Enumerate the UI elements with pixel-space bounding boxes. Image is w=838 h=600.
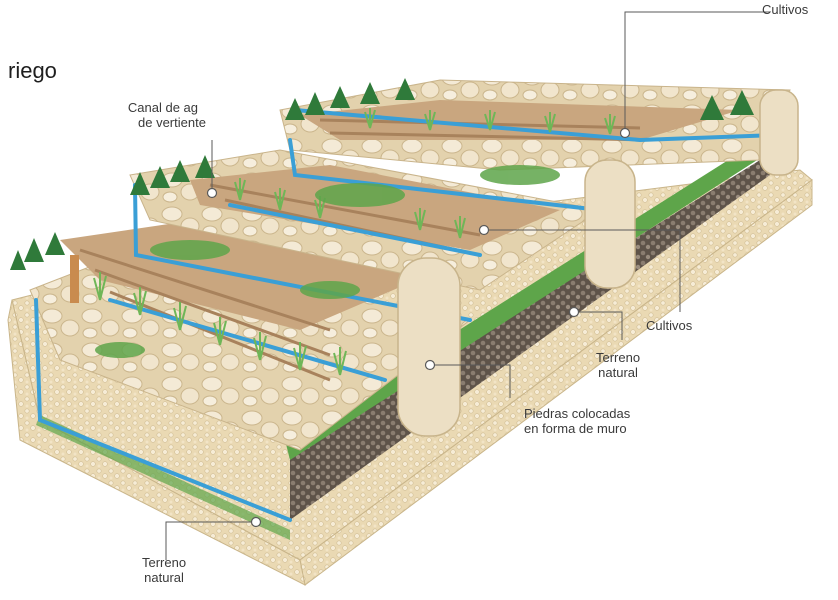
- label-line: Terreno: [596, 350, 640, 365]
- label-text: Cultivos: [762, 2, 808, 17]
- label-terreno-right: Terreno natural: [596, 350, 640, 380]
- label-line: Piedras colocadas: [524, 406, 630, 421]
- label-line: en forma de muro: [524, 421, 630, 436]
- label-line: natural: [596, 365, 640, 380]
- wooden-post: [70, 255, 79, 303]
- label-text: Cultivos: [646, 318, 692, 333]
- title-fragment: riego: [8, 58, 57, 84]
- label-piedras: Piedras colocadas en forma de muro: [524, 406, 630, 436]
- terrace-upper: [280, 80, 790, 170]
- label-line: natural: [142, 570, 186, 585]
- label-cultivos-top: Cultivos: [762, 2, 808, 17]
- label-terreno-bottom: Terreno natural: [142, 555, 186, 585]
- label-line: Canal de ag: [120, 100, 206, 115]
- label-canal: Canal de ag de vertiente: [120, 100, 206, 130]
- label-line: de vertiente: [120, 115, 206, 130]
- label-cultivos-right: Cultivos: [646, 318, 692, 333]
- label-line: Terreno: [142, 555, 186, 570]
